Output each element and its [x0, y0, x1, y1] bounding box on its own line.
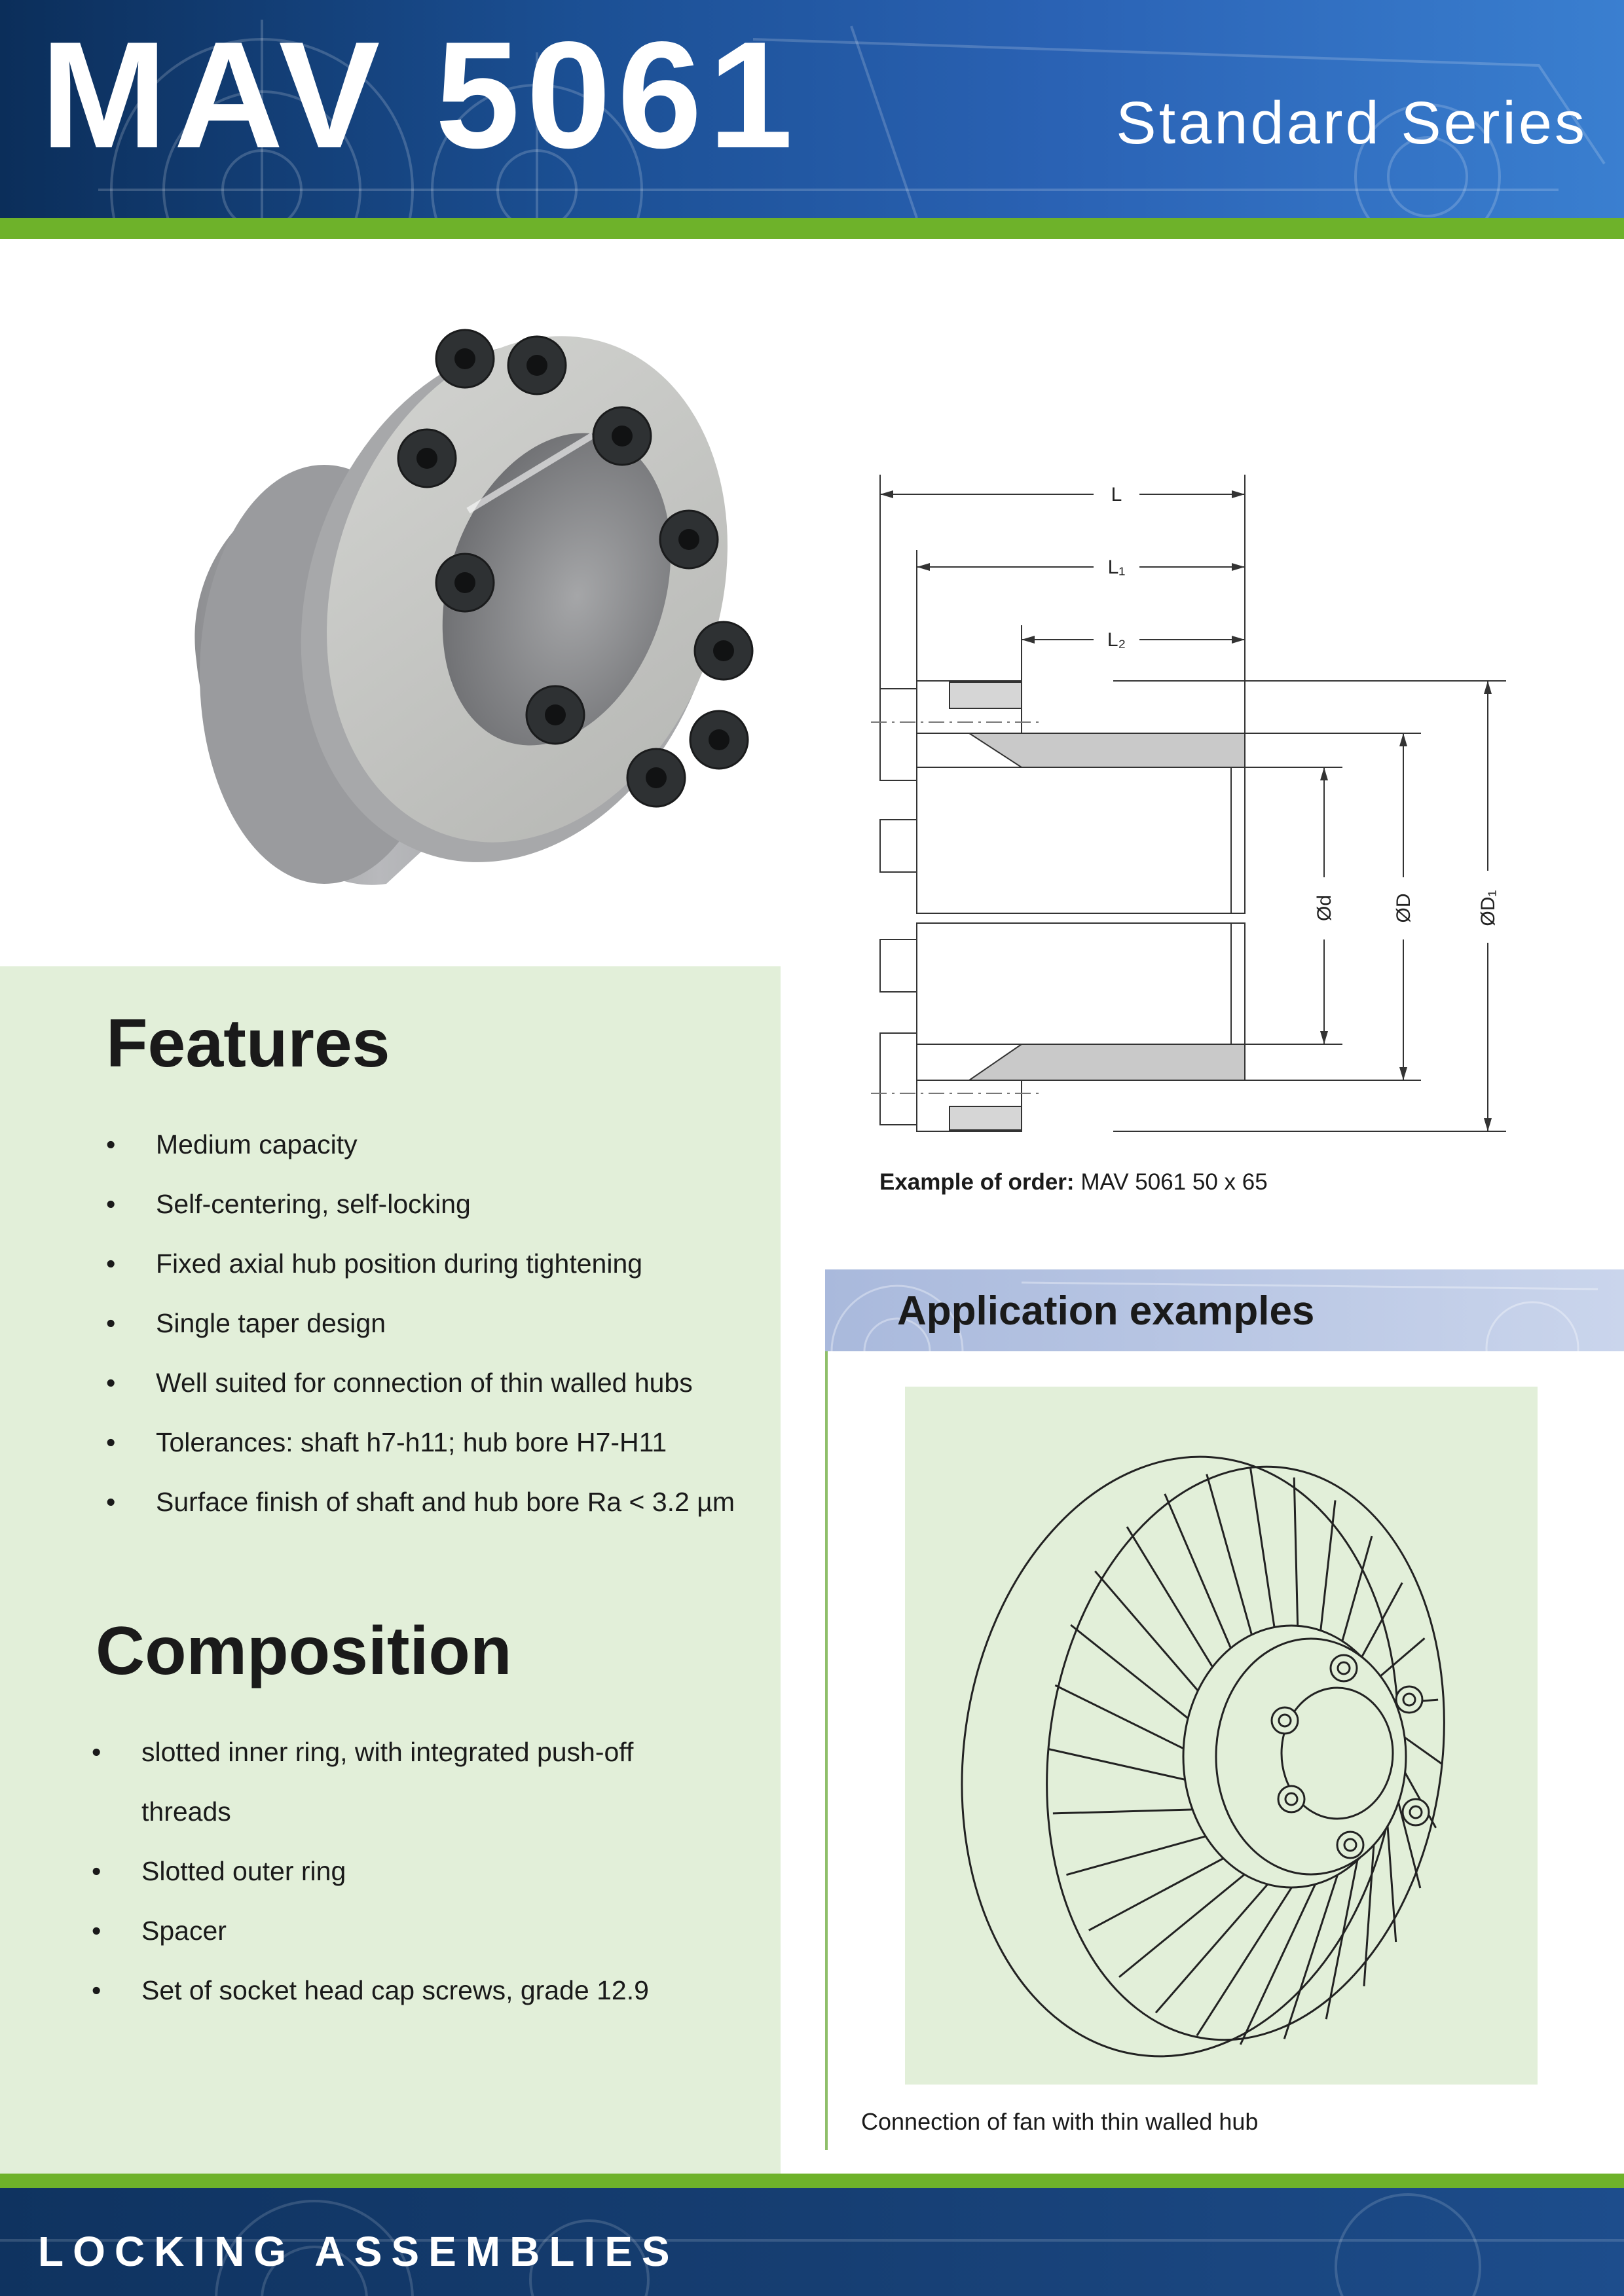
fan-blades [1048, 1468, 1443, 2045]
composition-title: Composition [96, 1613, 512, 1689]
fan-blade [1358, 1582, 1403, 1663]
fan-blade [1066, 1831, 1222, 1876]
features-list: •Medium capacity •Self-centering, self-l… [106, 1115, 735, 1532]
dim-label-D1: ØD₁ [1477, 890, 1499, 926]
product-title: MAV 5061 [41, 10, 800, 180]
list-item: •Set of socket head cap screws, grade 12… [92, 1975, 649, 2005]
fan-blade [1196, 1877, 1299, 2037]
list-item: •Medium capacity [106, 1129, 358, 1159]
fan-blade [1239, 1874, 1321, 2045]
footer-banner: LOCKING ASSEMBLIES [0, 2188, 1624, 2296]
fan-blade [1339, 1535, 1373, 1648]
header-banner: MAV 5061 Standard Series [0, 0, 1624, 218]
fan-blade [1206, 1474, 1257, 1648]
product-image [194, 329, 754, 885]
dim-label-L1: L₁ [1108, 556, 1126, 578]
fan-blade [1283, 1865, 1342, 2039]
footer-green-bar [0, 2174, 1624, 2188]
list-item: •Well suited for connection of thin wall… [106, 1368, 693, 1398]
application-caption: Connection of fan with thin walled hub [861, 2108, 1259, 2135]
fan-blade [1048, 1748, 1203, 1785]
fan-blade [1052, 1808, 1209, 1815]
fan-blade [1293, 1477, 1299, 1636]
footer-title: LOCKING ASSEMBLIES [38, 2228, 679, 2275]
fan-blade [1318, 1500, 1337, 1639]
list-item: •Tolerances: shaft h7-h11; hub bore H7-H… [106, 1427, 667, 1457]
technical-drawing: L L₁ L₂ Ød ØD ØD₁ [871, 475, 1506, 1132]
application-illustration [905, 1387, 1538, 2085]
fan-blade [1374, 1637, 1426, 1682]
list-item: •Single taper design [106, 1308, 386, 1338]
header-gear-decoration [98, 20, 1606, 218]
dim-label-D: ØD [1393, 894, 1414, 923]
fan-blade [1363, 1832, 1376, 1987]
application-title: Application examples [897, 1288, 1315, 1334]
fan-blade [1249, 1468, 1278, 1639]
fan-blade [1088, 1850, 1238, 1931]
series-title: Standard Series [1116, 90, 1587, 156]
list-item: •Self-centering, self-locking [106, 1189, 471, 1219]
fan-blade [1094, 1570, 1210, 1705]
fan-blade [1164, 1493, 1238, 1662]
fan-blade [1385, 1809, 1397, 1942]
features-title: Features [106, 1006, 390, 1082]
app-header-decoration [830, 1281, 1598, 1351]
fan-blade [1325, 1851, 1360, 2020]
fan-illustration [961, 1455, 1445, 2058]
list-item: •Fixed axial hub position during tighten… [106, 1248, 643, 1279]
order-label: Example of order: [879, 1169, 1075, 1195]
list-item: •slotted inner ring, with integrated pus… [92, 1737, 634, 1767]
fan-blade [1070, 1624, 1203, 1731]
order-example: Example of order: MAV 5061 50 x 65 [879, 1169, 1268, 1195]
composition-list: •slotted inner ring, with integrated pus… [92, 1722, 649, 2020]
order-value: MAV 5061 50 x 65 [1080, 1169, 1268, 1195]
list-item: •Spacer [92, 1916, 227, 1946]
list-item-continuation: threads [141, 1796, 231, 1827]
application-header: Application examples [825, 1269, 1624, 1351]
header-green-bar [0, 218, 1624, 239]
left-info-panel [0, 966, 781, 2174]
fan-blade [1054, 1684, 1200, 1758]
list-item: •Surface finish of shaft and hub bore Ra… [106, 1487, 735, 1517]
dim-label-L: L [1111, 484, 1122, 505]
dim-label-d: Ød [1314, 895, 1335, 921]
application-divider [825, 1351, 828, 2150]
footer-gear-decoration [0, 2193, 1624, 2296]
fan-blade [1154, 1874, 1277, 2014]
list-item: •Slotted outer ring [92, 1856, 346, 1886]
dim-label-L2: L₂ [1107, 629, 1126, 651]
fan-blade [1126, 1526, 1223, 1682]
fan-blade [1118, 1865, 1256, 1978]
